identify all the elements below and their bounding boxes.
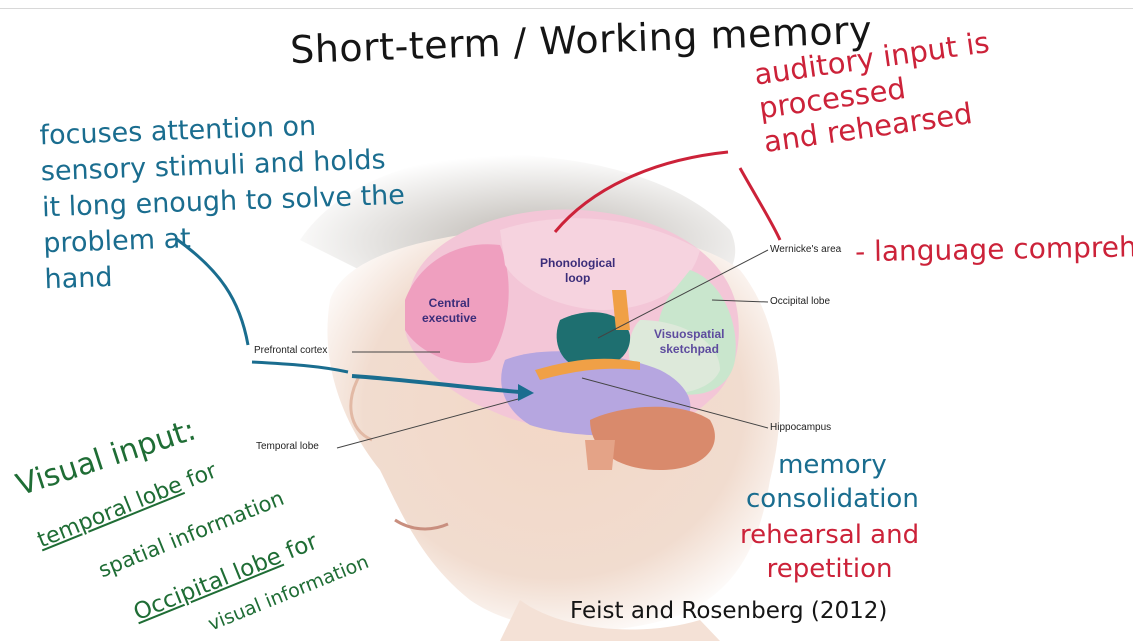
prefrontal-cortex-label: Prefrontal cortex <box>254 345 327 356</box>
language-note: - language comprehension <box>855 229 1133 269</box>
hippocampus-label: Hippocampus <box>770 422 831 433</box>
central-executive-label: Central executive <box>422 296 477 326</box>
rehearsal-note: rehearsal and repetition <box>740 518 919 586</box>
visuospatial-label: Visuospatial sketchpad <box>654 327 724 357</box>
attention-note: focuses attention on sensory stimuli and… <box>39 106 408 299</box>
temporal-lobe-label: Temporal lobe <box>256 441 319 452</box>
occipital-lobe-label: Occipital lobe <box>770 296 830 307</box>
phonological-loop-label: Phonological loop <box>540 256 615 286</box>
citation: Feist and Rosenberg (2012) <box>570 598 887 624</box>
wernickes-area-label: Wernicke's area <box>770 244 841 255</box>
brainstem <box>585 440 615 470</box>
red-connector-2 <box>740 168 780 240</box>
memory-note: memory consolidation <box>746 448 919 516</box>
